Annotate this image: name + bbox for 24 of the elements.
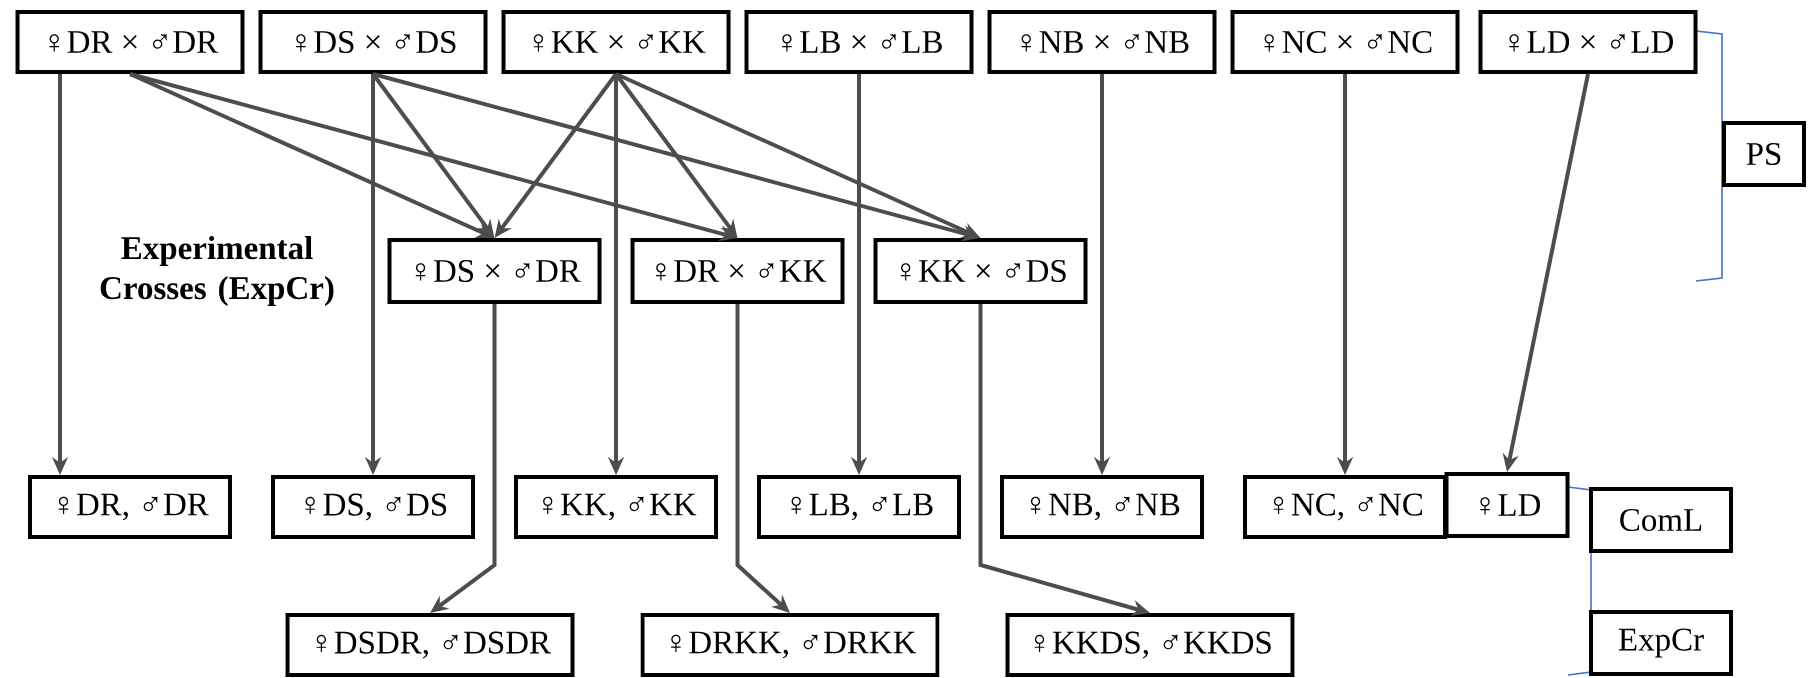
cross-box: ♀NC × ♂NC xyxy=(1230,10,1460,74)
cross-box: ♀DSDR, ♂DSDR xyxy=(285,613,575,677)
cross-box: ♀LD xyxy=(1444,472,1570,538)
cross-box: ♀DS × ♂DS xyxy=(258,10,488,74)
cross-box: ♀KKDS, ♂KKDS xyxy=(1005,613,1295,677)
cross-box: ♀KK × ♂DS xyxy=(873,238,1088,304)
cross-box: ♀DRKK, ♂DRKK xyxy=(640,613,940,677)
cross-box: ♀KK × ♂KK xyxy=(501,10,731,74)
cross-box: ♀DS, ♂DS xyxy=(271,475,475,539)
cross-box: ♀NC, ♂NC xyxy=(1243,475,1447,539)
cross-box: ♀DR × ♂DR xyxy=(15,10,245,74)
cross-box: ♀LD × ♂LD xyxy=(1478,10,1698,74)
cross-box: ♀LB × ♂LB xyxy=(744,10,974,74)
caption-text: Experimental Crosses (ExpCr) xyxy=(100,236,334,306)
box: ComL xyxy=(1589,487,1733,553)
cross-box: ♀NB, ♂NB xyxy=(1000,475,1204,539)
box: PS xyxy=(1722,121,1806,187)
cross-box: ♀DR, ♂DR xyxy=(28,475,232,539)
box: ExpCr xyxy=(1589,610,1733,676)
cross-box: ♀DR × ♂KK xyxy=(630,238,845,304)
cross-box: ♀KK, ♂KK xyxy=(514,475,718,539)
cross-box: ♀NB × ♂NB xyxy=(987,10,1217,74)
cross-box: ♀DS × ♂DR xyxy=(387,238,602,304)
cross-box: ♀LB, ♂LB xyxy=(757,475,961,539)
